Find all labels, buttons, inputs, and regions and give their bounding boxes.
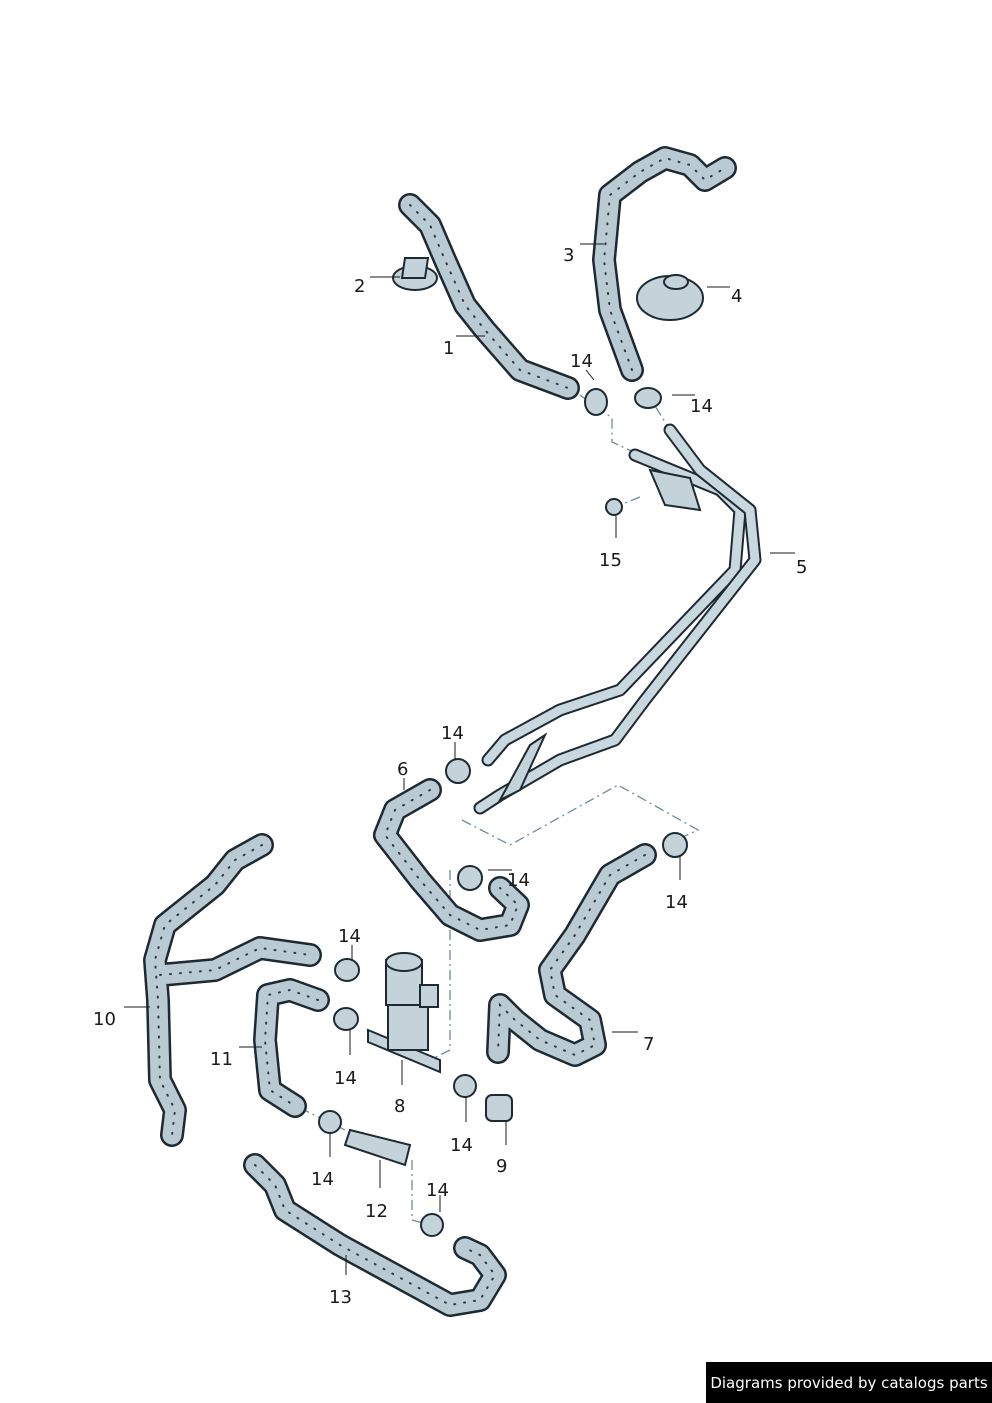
callout-8: 8: [394, 1096, 405, 1117]
hose-7: [486, 843, 657, 1067]
connector-12: [343, 1128, 412, 1167]
callout-12: 12: [365, 1201, 388, 1222]
coolant-pipe-5: [473, 423, 762, 815]
nut-15: [605, 498, 623, 516]
callout-14: 14: [450, 1135, 473, 1156]
valve-8: [367, 952, 441, 1074]
callout-2: 2: [354, 276, 365, 297]
hose-clamps: [318, 387, 688, 1237]
grommet-2: [392, 257, 438, 291]
callout-3: 3: [563, 245, 574, 266]
callout-14: 14: [570, 351, 593, 372]
hose-3: [592, 146, 737, 382]
hose-6: [373, 778, 530, 942]
hose-1: [398, 193, 580, 400]
footer-credit: Diagrams provided by catalogs parts: [706, 1362, 992, 1403]
callout-14: 14: [338, 926, 361, 947]
callout-5: 5: [796, 557, 807, 578]
hose-13: [243, 1153, 507, 1317]
callout-14: 14: [441, 723, 464, 744]
connector-9: [485, 1094, 513, 1122]
callout-7: 7: [643, 1034, 654, 1055]
callout-10: 10: [93, 1009, 116, 1030]
callout-labels: 1 2 3 4 5 6 7 8 9 10 11 12 13 15 14 14 1…: [93, 245, 807, 1308]
callout-14: 14: [665, 892, 688, 913]
leader-lines: [124, 243, 795, 1275]
callout-11: 11: [210, 1049, 233, 1070]
callout-14: 14: [334, 1068, 357, 1089]
callout-13: 13: [329, 1287, 352, 1308]
callout-1: 1: [443, 338, 454, 359]
callout-14: 14: [311, 1169, 334, 1190]
callout-9: 9: [496, 1156, 507, 1177]
hose-10: [143, 833, 322, 1147]
callout-6: 6: [397, 759, 408, 780]
callout-14: 14: [690, 396, 713, 417]
hose-11: [253, 978, 330, 1118]
callout-14: 14: [507, 870, 530, 891]
grommet-4: [636, 274, 704, 321]
callout-15: 15: [599, 550, 622, 571]
callout-4: 4: [731, 286, 742, 307]
callout-14: 14: [426, 1180, 449, 1201]
